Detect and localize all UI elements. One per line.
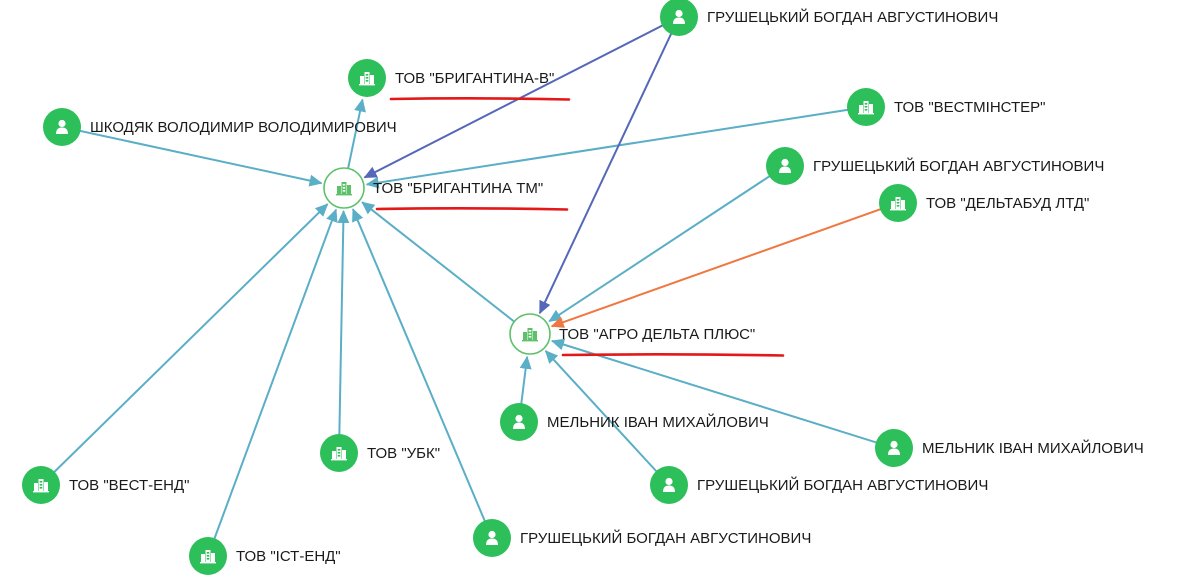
- node-brig-v[interactable]: ТОВ "БРИГАНТИНА-В": [348, 59, 554, 97]
- node-label: МЕЛЬНИК ІВАН МИХАЙЛОВИЧ: [922, 439, 1144, 457]
- underline-layer: [375, 97, 785, 357]
- building-icon: [336, 182, 352, 196]
- node-label: ТОВ "ІСТ-ЕНД": [236, 548, 341, 565]
- person-icon: [513, 414, 525, 429]
- node-meln-2[interactable]: МЕЛЬНИК ІВАН МИХАЙЛОВИЧ: [875, 429, 1144, 467]
- node-label: ТОВ "БРИГАНТИНА-В": [395, 70, 554, 87]
- person-icon: [486, 530, 498, 545]
- edge-grush_r-to-hub_agro: [548, 165, 786, 323]
- edge-vest-to-hub_brig_tm: [40, 203, 329, 486]
- building-icon: [890, 197, 906, 211]
- node-label: ТОВ "БРИГАНТИНА ТМ": [373, 180, 543, 197]
- highlight-underline-hub-agro: [561, 353, 785, 357]
- edge-meln_2-to-hub_agro: [550, 338, 895, 449]
- building-icon: [33, 479, 49, 493]
- building-icon: [522, 328, 538, 342]
- building-icon: [331, 447, 347, 461]
- edges-layer: [40, 16, 899, 557]
- node-shkod[interactable]: ШКОДЯК ВОЛОДИМИР ВОЛОДИМИРОВИЧ: [43, 108, 397, 146]
- node-grush-br[interactable]: ГРУШЕЦЬКИЙ БОГДАН АВГУСТИНОВИЧ: [650, 466, 988, 504]
- edge-westm-to-hub_brig_tm: [365, 106, 867, 189]
- node-label: ГРУШЕЦЬКИЙ БОГДАН АВГУСТИНОВИЧ: [707, 8, 998, 26]
- node-ubk[interactable]: ТОВ "УБК": [320, 434, 440, 472]
- node-hub-agro[interactable]: ТОВ "АГРО ДЕЛЬТА ПЛЮС": [509, 313, 755, 355]
- person-icon: [779, 158, 791, 173]
- node-label: ГРУШЕЦЬКИЙ БОГДАН АВГУСТИНОВИЧ: [697, 476, 988, 494]
- edge-shkod-to-hub_brig_tm: [61, 126, 323, 187]
- person-icon: [673, 9, 685, 24]
- edge-grush_b-to-hub_brig_tm: [352, 208, 493, 539]
- building-icon: [200, 550, 216, 564]
- node-label: ТОВ "ДЕЛЬТАБУД ЛТД": [926, 195, 1089, 212]
- nodes-layer: ТОВ "БРИГАНТИНА ТМ" ТОВ "АГРО ДЕЛЬТА ПЛЮС…: [22, 0, 1144, 575]
- edge-delta-to-hub_agro: [550, 202, 899, 328]
- edge-grush_top-to-hub_agro: [538, 16, 680, 315]
- highlight-underline-hub-brig-tm: [375, 207, 569, 211]
- person-icon: [888, 440, 900, 455]
- node-label: ШКОДЯК ВОЛОДИМИР ВОЛОДИМИРОВИЧ: [90, 119, 397, 136]
- node-vest[interactable]: ТОВ "ВЕСТ-ЕНД": [22, 466, 189, 504]
- edge-grush_br-to-hub_agro: [544, 350, 670, 486]
- node-grush-top[interactable]: ГРУШЕЦЬКИЙ БОГДАН АВГУСТИНОВИЧ: [660, 0, 998, 36]
- person-icon: [663, 477, 675, 492]
- node-hub-brig-tm[interactable]: ТОВ "БРИГАНТИНА ТМ": [323, 167, 543, 209]
- edge-ist-to-hub_brig_tm: [207, 208, 338, 557]
- node-label: ТОВ "АГРО ДЕЛЬТА ПЛЮС": [559, 326, 755, 343]
- node-grush-r[interactable]: ГРУШЕЦЬКИЙ БОГДАН АВГУСТИНОВИЧ: [766, 147, 1104, 185]
- building-icon: [359, 72, 375, 86]
- node-label: ТОВ "ВЕСТ-ЕНД": [69, 477, 189, 494]
- edge-grush_top-to-hub_brig_tm: [363, 16, 680, 179]
- node-label: ТОВ "УБК": [367, 445, 440, 462]
- node-label: МЕЛЬНИК ІВАН МИХАЙЛОВИЧ: [547, 413, 769, 431]
- node-ist[interactable]: ТОВ "ІСТ-ЕНД": [189, 537, 341, 575]
- edge-ubk-to-hub_brig_tm: [337, 209, 350, 454]
- node-grush-b[interactable]: ГРУШЕЦЬКИЙ БОГДАН АВГУСТИНОВИЧ: [473, 519, 811, 557]
- highlight-underline-brig-v: [389, 97, 571, 101]
- edge-hub_agro-to-hub_brig_tm: [361, 201, 531, 335]
- node-label: ТОВ "ВЕСТМІНСТЕР": [894, 99, 1046, 116]
- node-delta[interactable]: ТОВ "ДЕЛЬТАБУД ЛТД": [879, 184, 1089, 222]
- node-westm[interactable]: ТОВ "ВЕСТМІНСТЕР": [847, 88, 1046, 126]
- node-meln-1[interactable]: МЕЛЬНИК ІВАН МИХАЙЛОВИЧ: [500, 403, 769, 441]
- node-label: ГРУШЕЦЬКИЙ БОГДАН АВГУСТИНОВИЧ: [520, 529, 811, 547]
- node-label: ГРУШЕЦЬКИЙ БОГДАН АВГУСТИНОВИЧ: [813, 157, 1104, 175]
- building-icon: [858, 101, 874, 115]
- person-icon: [56, 119, 68, 134]
